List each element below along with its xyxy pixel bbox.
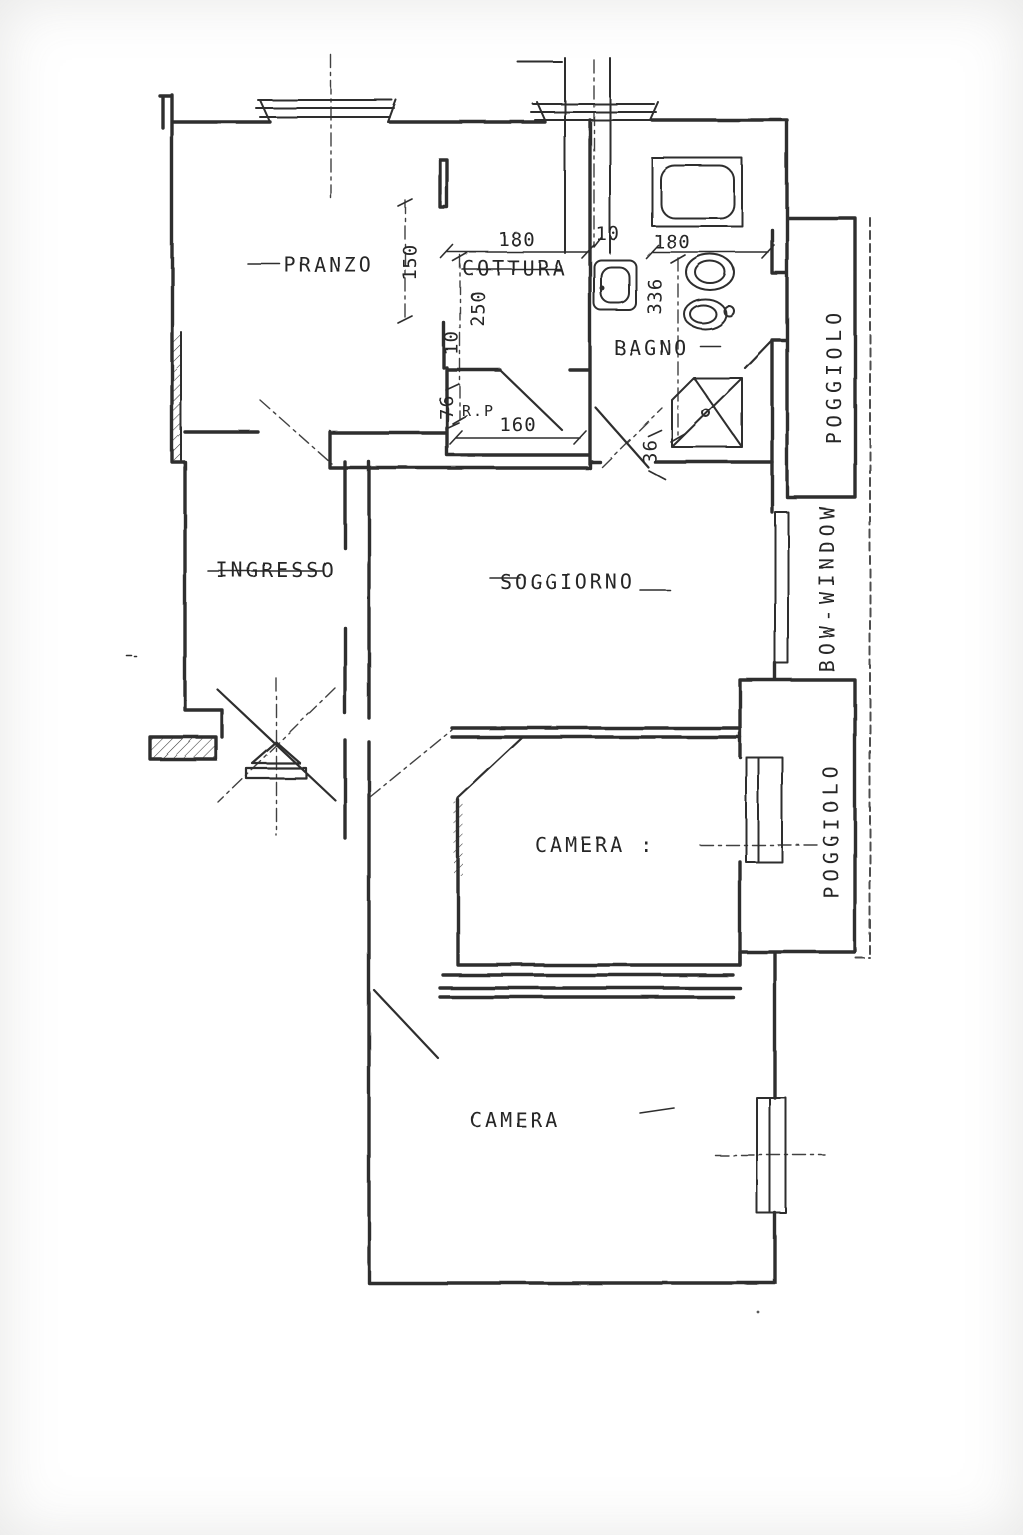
room-label-poggiolo-nord: POGGIOLO [822, 308, 846, 444]
entry-door-symbol [244, 740, 308, 780]
dim-pranzo-150: 150 [399, 243, 421, 280]
label-dashes [125, 263, 760, 1314]
shower-box-icon [671, 377, 743, 448]
dim-rp-76: 76 [436, 395, 458, 420]
dim-muro-rp-10: 10 [441, 331, 463, 356]
interior-walls [183, 118, 774, 999]
dim-muro-10: 10 [596, 223, 621, 245]
door-leaves [216, 338, 774, 1060]
dimension-lines [397, 198, 775, 481]
dim-doccia-36: 36 [639, 439, 661, 464]
room-label-camera-grande: CAMERA [470, 1108, 560, 1132]
wall-hatch-entry [151, 738, 215, 758]
room-label-poggiolo-est: POGGIOLO [819, 762, 843, 898]
window-cottura [517, 57, 659, 254]
room-label-soggiorno: SOGGIORNO [500, 570, 635, 594]
bidet-icon [683, 298, 735, 330]
dim-bagno-180: 180 [653, 231, 690, 253]
wall-hatch-left [173, 332, 182, 460]
center-lines [217, 54, 826, 1156]
dim-cottura-180: 180 [498, 229, 535, 251]
room-label-pranzo: PRANZO [284, 253, 374, 277]
balcony-railing [855, 217, 871, 959]
window-bow-window [774, 511, 789, 664]
room-label-ingresso: INGRESSO [216, 558, 336, 582]
dim-cottura-250: 250 [467, 289, 489, 326]
dim-bagno-336: 336 [644, 277, 666, 314]
exterior-walls [148, 93, 857, 1285]
room-label-ripostiglio: R.P [462, 402, 495, 420]
wall-hatch-camera-pillar [454, 802, 463, 876]
dim-rp-160: 160 [499, 414, 536, 436]
room-label-camera-media: CAMERA : [535, 833, 655, 857]
bathtub-icon [651, 157, 743, 227]
room-label-bow-window: BOW-WINDOW [815, 502, 839, 672]
window-pranzo [255, 99, 397, 123]
window-camera-media [745, 756, 783, 863]
room-label-bagno: BAGNO [614, 336, 689, 360]
toilet-icon [685, 253, 735, 291]
washbasin-icon [593, 259, 637, 311]
room-label-cottura: COTTURA [462, 256, 567, 280]
